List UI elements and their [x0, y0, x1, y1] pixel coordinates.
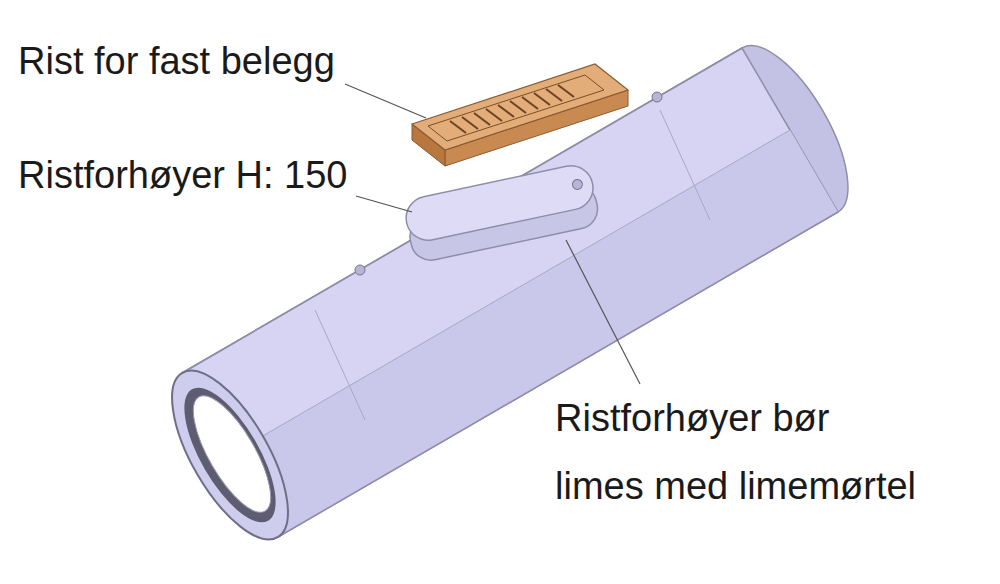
grate: [412, 64, 628, 166]
screw-hole: [355, 265, 365, 275]
leader-line: [566, 240, 640, 384]
pipe-body: [182, 48, 838, 537]
callout-label: Ristforhøyer bør limes med limemørtel: [555, 384, 923, 520]
callout-label: Ristforhøyer H: 150: [18, 152, 347, 198]
pipe-opening: [149, 354, 310, 556]
pipe-seam: [315, 310, 365, 420]
leader-line: [356, 196, 412, 212]
grate-riser: [402, 162, 601, 264]
leader-line: [345, 84, 426, 118]
pipe-edge: [182, 48, 742, 373]
pipe-gasket: [167, 375, 293, 536]
screw-hole: [652, 92, 662, 102]
pipe-seam: [660, 110, 710, 220]
callout-label: Rist for fast belegg: [18, 38, 335, 84]
pipe-bore: [179, 385, 285, 522]
